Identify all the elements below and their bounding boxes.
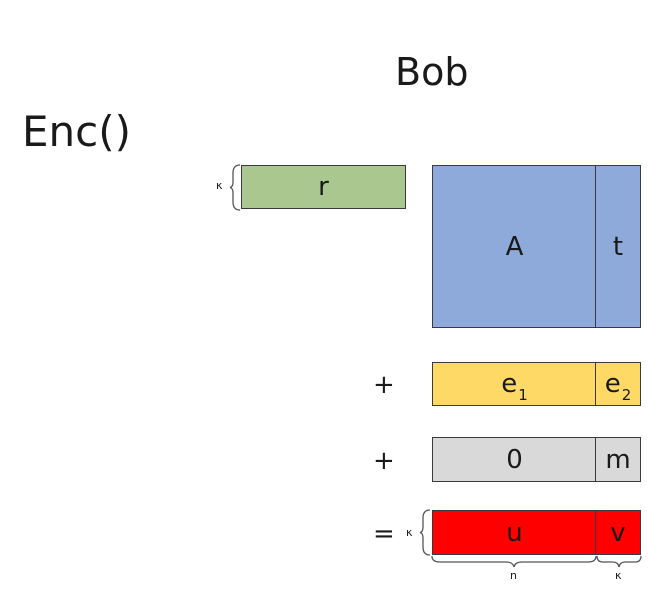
n-width-label: n	[510, 569, 517, 582]
zero-box: 0	[432, 437, 597, 482]
plus-operator-1: +	[373, 370, 395, 400]
zero-label: 0	[506, 444, 523, 475]
party-title: Bob	[395, 50, 469, 94]
r-left-brace	[229, 164, 241, 211]
function-title: Enc()	[22, 107, 132, 156]
r-vector-box: r	[241, 165, 406, 209]
k-width-label: κ	[615, 569, 622, 582]
k-width-brace	[596, 555, 642, 568]
equals-operator: =	[373, 519, 395, 549]
vector-t-label: t	[612, 231, 624, 262]
matrix-a-label: A	[505, 231, 524, 262]
vector-t-box: t	[595, 165, 641, 328]
e2-label: e2	[604, 369, 632, 404]
result-dimension-label: κ	[406, 526, 413, 539]
e1-box: e1	[432, 362, 597, 406]
plus-operator-2: +	[373, 446, 395, 476]
u-box: u	[432, 510, 597, 555]
e2-box: e2	[595, 362, 641, 406]
m-box: m	[595, 437, 641, 482]
m-label: m	[605, 444, 631, 475]
u-label: u	[506, 517, 523, 548]
r-label: r	[318, 172, 329, 202]
v-label: v	[610, 517, 626, 548]
e1-label: e1	[501, 369, 528, 404]
result-left-brace	[419, 509, 431, 556]
matrix-a-box: A	[432, 165, 597, 328]
r-dimension-label: κ	[216, 179, 223, 192]
v-box: v	[595, 510, 641, 555]
n-width-brace	[431, 555, 597, 568]
